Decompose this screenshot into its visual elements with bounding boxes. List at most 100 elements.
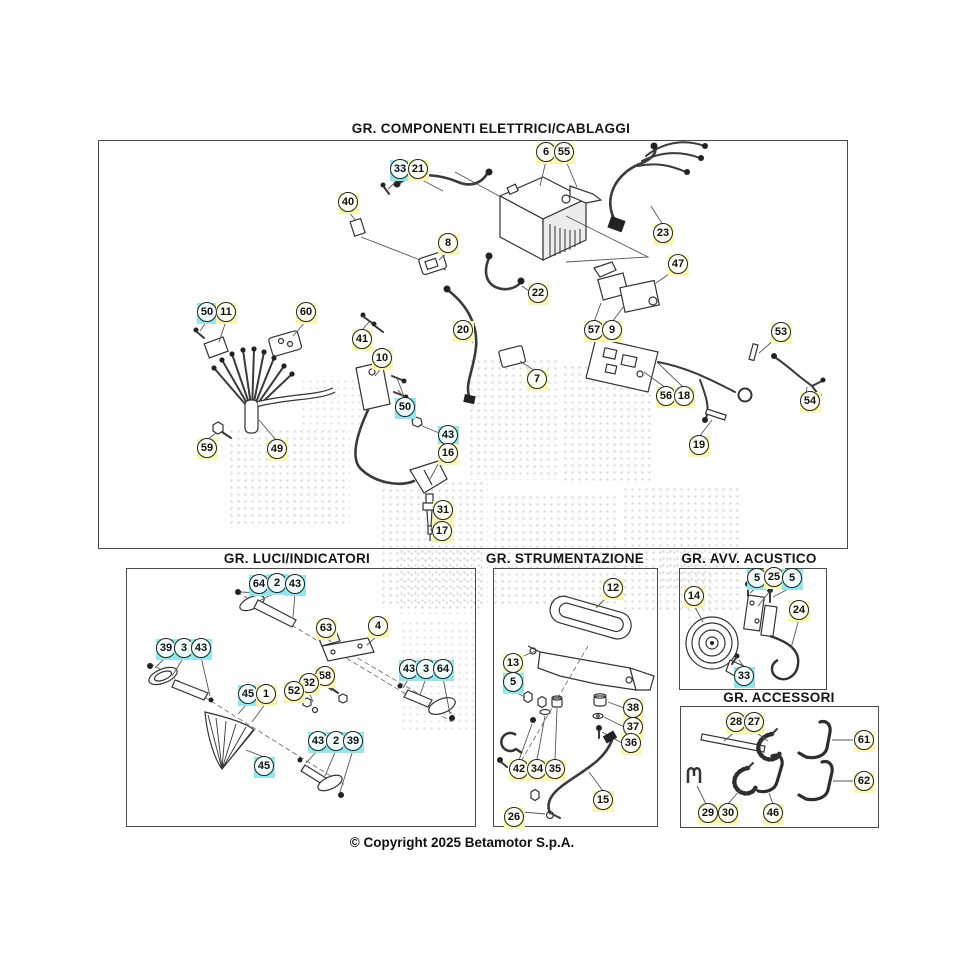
- small-right-parts-art: [498, 339, 826, 438]
- callout-number: 15: [593, 790, 613, 810]
- callout-number: 9: [602, 320, 622, 340]
- callout-luci-39[interactable]: 39: [154, 636, 178, 660]
- callout-luci-45[interactable]: 45: [252, 754, 276, 778]
- regulator-art: [585, 337, 753, 423]
- callout-strumentazione-15[interactable]: 15: [591, 788, 615, 812]
- callout-elettrici-10[interactable]: 10: [370, 346, 394, 370]
- callout-strumentazione-12[interactable]: 12: [601, 576, 625, 600]
- starter-relay-art: [593, 261, 673, 323]
- callout-strumentazione-36[interactable]: 36: [619, 731, 643, 755]
- callout-number: 25: [764, 567, 784, 587]
- callout-luci-43[interactable]: 43: [306, 729, 330, 753]
- callout-luci-1[interactable]: 1: [254, 682, 278, 706]
- callout-elettrici-22[interactable]: 22: [526, 281, 550, 305]
- callout-avv-acustico-33[interactable]: 33: [732, 664, 756, 688]
- callout-number: 30: [718, 803, 738, 823]
- callout-number: 16: [438, 443, 458, 463]
- callout-elettrici-50[interactable]: 50: [393, 395, 417, 419]
- callout-luci-45[interactable]: 45: [236, 682, 260, 706]
- battery-cable-art: [347, 168, 533, 294]
- callout-accessori-46[interactable]: 46: [761, 801, 785, 825]
- callout-accessori-30[interactable]: 30: [716, 801, 740, 825]
- callout-elettrici-55[interactable]: 55: [552, 140, 576, 164]
- callout-number: 8: [438, 233, 458, 253]
- callout-avv-acustico-24[interactable]: 24: [787, 598, 811, 622]
- callout-luci-43[interactable]: 43: [397, 657, 421, 681]
- callout-luci-2[interactable]: 2: [265, 571, 289, 595]
- callout-elettrici-59[interactable]: 59: [195, 436, 219, 460]
- callout-number: 14: [684, 586, 704, 606]
- callout-number: 45: [238, 684, 258, 704]
- callout-luci-3[interactable]: 3: [414, 657, 438, 681]
- callout-elettrici-11[interactable]: 11: [214, 300, 238, 324]
- callout-elettrici-43[interactable]: 43: [436, 423, 460, 447]
- callout-accessori-29[interactable]: 29: [696, 801, 720, 825]
- callout-elettrici-40[interactable]: 40: [336, 190, 360, 214]
- callout-luci-64[interactable]: 64: [431, 657, 455, 681]
- callout-number: 21: [408, 159, 428, 179]
- callout-luci-39[interactable]: 39: [341, 729, 365, 753]
- callout-number: 18: [674, 386, 694, 406]
- callout-strumentazione-35[interactable]: 35: [543, 757, 567, 781]
- callout-number: 36: [621, 733, 641, 753]
- callout-luci-2[interactable]: 2: [324, 729, 348, 753]
- callout-elettrici-31[interactable]: 31: [431, 498, 455, 522]
- callout-number: 40: [338, 192, 358, 212]
- callout-number: 59: [197, 438, 217, 458]
- callout-number: 27: [744, 712, 764, 732]
- callout-elettrici-33[interactable]: 33: [388, 157, 412, 181]
- callout-elettrici-54[interactable]: 54: [798, 389, 822, 413]
- callout-elettrici-7[interactable]: 7: [525, 367, 549, 391]
- callout-strumentazione-5[interactable]: 5: [501, 670, 525, 694]
- callout-number: 20: [453, 320, 473, 340]
- callout-accessori-27[interactable]: 27: [742, 710, 766, 734]
- callout-avv-acustico-5[interactable]: 5: [780, 566, 804, 590]
- callout-elettrici-50[interactable]: 50: [195, 300, 219, 324]
- callout-elettrici-53[interactable]: 53: [769, 320, 793, 344]
- callout-luci-43[interactable]: 43: [189, 636, 213, 660]
- callout-elettrici-60[interactable]: 60: [294, 300, 318, 324]
- callout-luci-63[interactable]: 63: [314, 616, 338, 640]
- callout-number: 55: [554, 142, 574, 162]
- callout-elettrici-20[interactable]: 20: [451, 318, 475, 342]
- callout-accessori-61[interactable]: 61: [852, 728, 876, 752]
- callout-elettrici-9[interactable]: 9: [600, 318, 624, 342]
- callout-luci-4[interactable]: 4: [366, 614, 390, 638]
- callout-luci-58[interactable]: 58: [313, 664, 337, 688]
- callout-elettrici-49[interactable]: 49: [265, 437, 289, 461]
- callout-strumentazione-42[interactable]: 42: [507, 757, 531, 781]
- callout-luci-43[interactable]: 43: [283, 572, 307, 596]
- callout-strumentazione-26[interactable]: 26: [502, 805, 526, 829]
- callout-luci-52[interactable]: 52: [282, 679, 306, 703]
- panel-title-accessori: GR. ACCESSORI: [723, 690, 835, 705]
- callout-elettrici-18[interactable]: 18: [672, 384, 696, 408]
- callout-avv-acustico-14[interactable]: 14: [682, 584, 706, 608]
- callout-elettrici-8[interactable]: 8: [436, 231, 460, 255]
- callout-number: 50: [197, 302, 217, 322]
- callout-elettrici-56[interactable]: 56: [654, 384, 678, 408]
- callout-elettrici-41[interactable]: 41: [350, 327, 374, 351]
- callout-number: 53: [771, 322, 791, 342]
- callout-elettrici-19[interactable]: 19: [687, 433, 711, 457]
- callout-number: 52: [284, 681, 304, 701]
- callout-elettrici-47[interactable]: 47: [666, 252, 690, 276]
- callout-number: 63: [316, 618, 336, 638]
- callout-number: 33: [734, 666, 754, 686]
- callout-elettrici-6[interactable]: 6: [534, 140, 558, 164]
- callout-elettrici-17[interactable]: 17: [430, 519, 454, 543]
- callout-avv-acustico-5[interactable]: 5: [745, 566, 769, 590]
- callout-elettrici-16[interactable]: 16: [436, 441, 460, 465]
- callout-accessori-28[interactable]: 28: [724, 710, 748, 734]
- callout-strumentazione-34[interactable]: 34: [525, 757, 549, 781]
- callout-number: 37: [623, 717, 643, 737]
- callout-accessori-62[interactable]: 62: [852, 769, 876, 793]
- callout-number: 43: [285, 574, 305, 594]
- callout-strumentazione-38[interactable]: 38: [621, 696, 645, 720]
- callout-number: 46: [763, 803, 783, 823]
- callout-number: 17: [432, 521, 452, 541]
- callout-number: 35: [545, 759, 565, 779]
- callout-avv-acustico-25[interactable]: 25: [762, 565, 786, 589]
- callout-elettrici-21[interactable]: 21: [406, 157, 430, 181]
- callout-elettrici-23[interactable]: 23: [651, 221, 675, 245]
